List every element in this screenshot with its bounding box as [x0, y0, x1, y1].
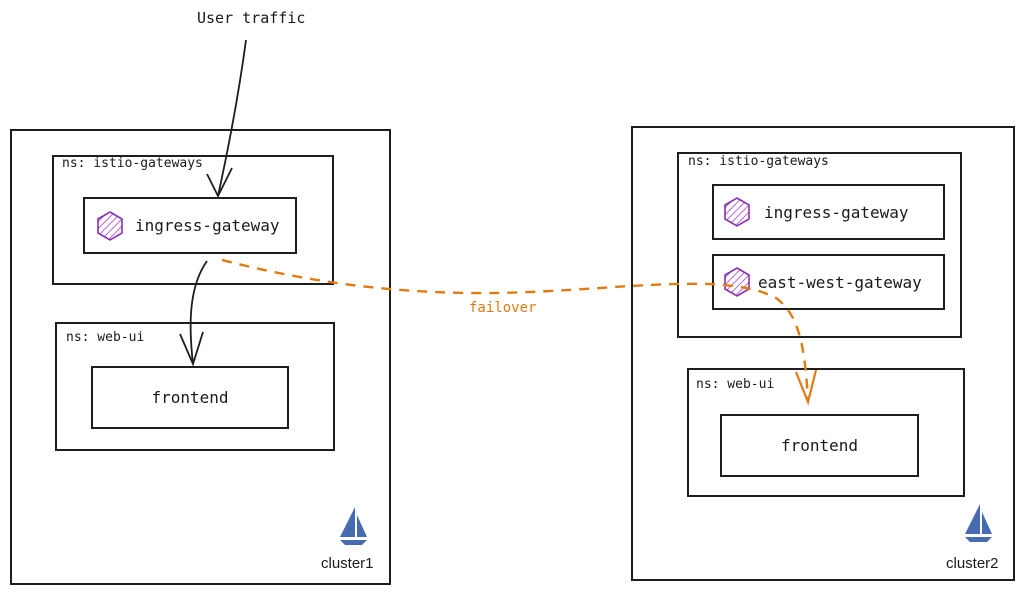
cluster1-frontend-label: frontend [151, 388, 229, 407]
cluster1-ingress-gateway[interactable]: ingress-gateway [83, 197, 297, 254]
cluster1-ns-web-ui-label: ns: web-ui [66, 330, 145, 345]
cluster1-frontend[interactable]: frontend [91, 366, 289, 429]
hexagon-icon [97, 210, 123, 241]
cluster1-ns-istio-gateways-label: ns: istio-gateways [62, 156, 203, 171]
cluster2-ns-web-ui-label: ns: web-ui [696, 377, 775, 392]
cluster2-ns-istio-gateways-label: ns: istio-gateways [688, 154, 829, 169]
cluster1-label: cluster1 [321, 555, 374, 572]
istio-sail-icon [340, 507, 367, 545]
istio-sail-icon [965, 504, 992, 542]
cluster2-east-west-gateway-label: east-west-gateway [758, 272, 922, 292]
cluster2-ns-istio-gateways [677, 152, 962, 338]
cluster2-ingress-gateway[interactable]: ingress-gateway [712, 184, 945, 240]
cluster2-ns-web-ui [687, 368, 965, 497]
cluster2-east-west-gateway[interactable]: east-west-gateway [712, 254, 945, 310]
cluster1-ingress-gateway-label: ingress-gateway [135, 216, 280, 235]
hexagon-icon [724, 197, 750, 227]
hexagon-icon [724, 267, 750, 297]
user-traffic-label: User traffic [197, 9, 306, 27]
cluster2-frontend-label: frontend [780, 436, 859, 455]
cluster2-label: cluster2 [946, 555, 999, 572]
failover-label: failover [469, 300, 537, 316]
cluster2-ingress-gateway-label: ingress-gateway [764, 202, 909, 222]
cluster2-frontend[interactable]: frontend [720, 414, 919, 477]
